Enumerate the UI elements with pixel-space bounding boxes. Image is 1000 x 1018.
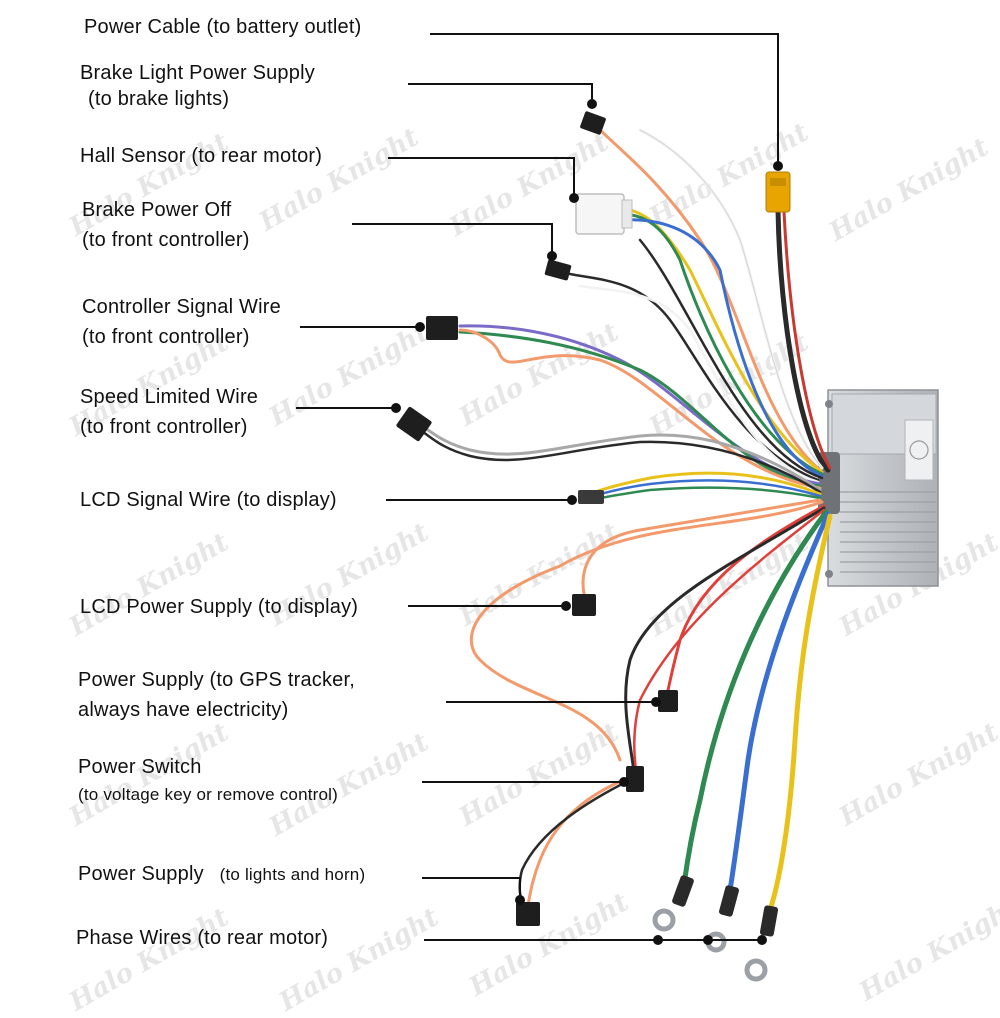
label-lcd-power-text: LCD Power Supply (to display) xyxy=(80,596,359,618)
leader-lines xyxy=(296,33,779,941)
label-brake-light-line2: (to brake lights) xyxy=(88,88,230,110)
label-lights-horn-line1: Power Supply xyxy=(78,863,204,885)
label-controller-signal: Controller Signal Wire (to front control… xyxy=(82,294,281,350)
wire-bundle xyxy=(418,126,833,913)
lcd-signal-connector xyxy=(578,490,604,504)
controller-signal-connector xyxy=(426,316,458,340)
label-brake-off-line2: (to front controller) xyxy=(82,229,250,251)
label-controller-signal-line2: (to front controller) xyxy=(82,326,250,348)
label-brake-off-line1: Brake Power Off xyxy=(82,199,232,221)
label-speed-limited: Speed Limited Wire (to front controller) xyxy=(80,384,258,440)
label-speed-limited-line1: Speed Limited Wire xyxy=(80,386,259,408)
label-lights-horn-line2: (to lights and horn) xyxy=(219,865,366,884)
leader-dots xyxy=(391,99,783,945)
connectors xyxy=(396,111,791,982)
label-controller-signal-line1: Controller Signal Wire xyxy=(82,296,281,318)
label-phase-wires: Phase Wires (to rear motor) xyxy=(76,925,328,951)
phase-ring-terminals xyxy=(652,875,779,982)
brake-light-connector xyxy=(580,111,606,135)
label-power-switch: Power Switch (to voltage key or remove c… xyxy=(78,754,338,808)
xt60-connector xyxy=(765,171,791,213)
label-power-switch-line1: Power Switch xyxy=(78,756,202,778)
label-brake-light-line1: Brake Light Power Supply xyxy=(80,62,315,84)
label-brake-off: Brake Power Off (to front controller) xyxy=(82,197,250,253)
label-power-cable-text: Power Cable (to battery outlet) xyxy=(84,16,362,38)
speed-limit-connector xyxy=(396,406,432,442)
label-speed-limited-line2: (to front controller) xyxy=(80,416,248,438)
label-gps-power: Power Supply (to GPS tracker, always hav… xyxy=(78,667,355,723)
label-phase-wires-text: Phase Wires (to rear motor) xyxy=(76,927,329,949)
brake-off-connector xyxy=(544,259,572,281)
label-brake-light: Brake Light Power Supply (to brake light… xyxy=(80,60,315,112)
label-hall-sensor-text: Hall Sensor (to rear motor) xyxy=(80,145,323,167)
power-switch-connector xyxy=(626,766,644,792)
label-hall-sensor: Hall Sensor (to rear motor) xyxy=(80,143,322,169)
lights-horn-connector xyxy=(516,902,540,926)
hall-sensor-connector xyxy=(575,193,633,235)
label-lights-horn: Power Supply (to lights and horn) xyxy=(78,861,365,888)
label-lcd-signal-text: LCD Signal Wire (to display) xyxy=(80,489,337,511)
label-power-switch-line2: (to voltage key or remove control) xyxy=(78,785,339,804)
gps-power-connector xyxy=(658,690,678,712)
label-lcd-signal: LCD Signal Wire (to display) xyxy=(80,487,337,513)
label-gps-power-line1: Power Supply (to GPS tracker, xyxy=(78,669,356,691)
label-power-cable: Power Cable (to battery outlet) xyxy=(84,14,361,40)
lcd-power-connector xyxy=(572,594,596,616)
label-gps-power-line2: always have electricity) xyxy=(78,699,289,721)
controller-box xyxy=(818,389,939,587)
label-lcd-power: LCD Power Supply (to display) xyxy=(80,594,358,620)
